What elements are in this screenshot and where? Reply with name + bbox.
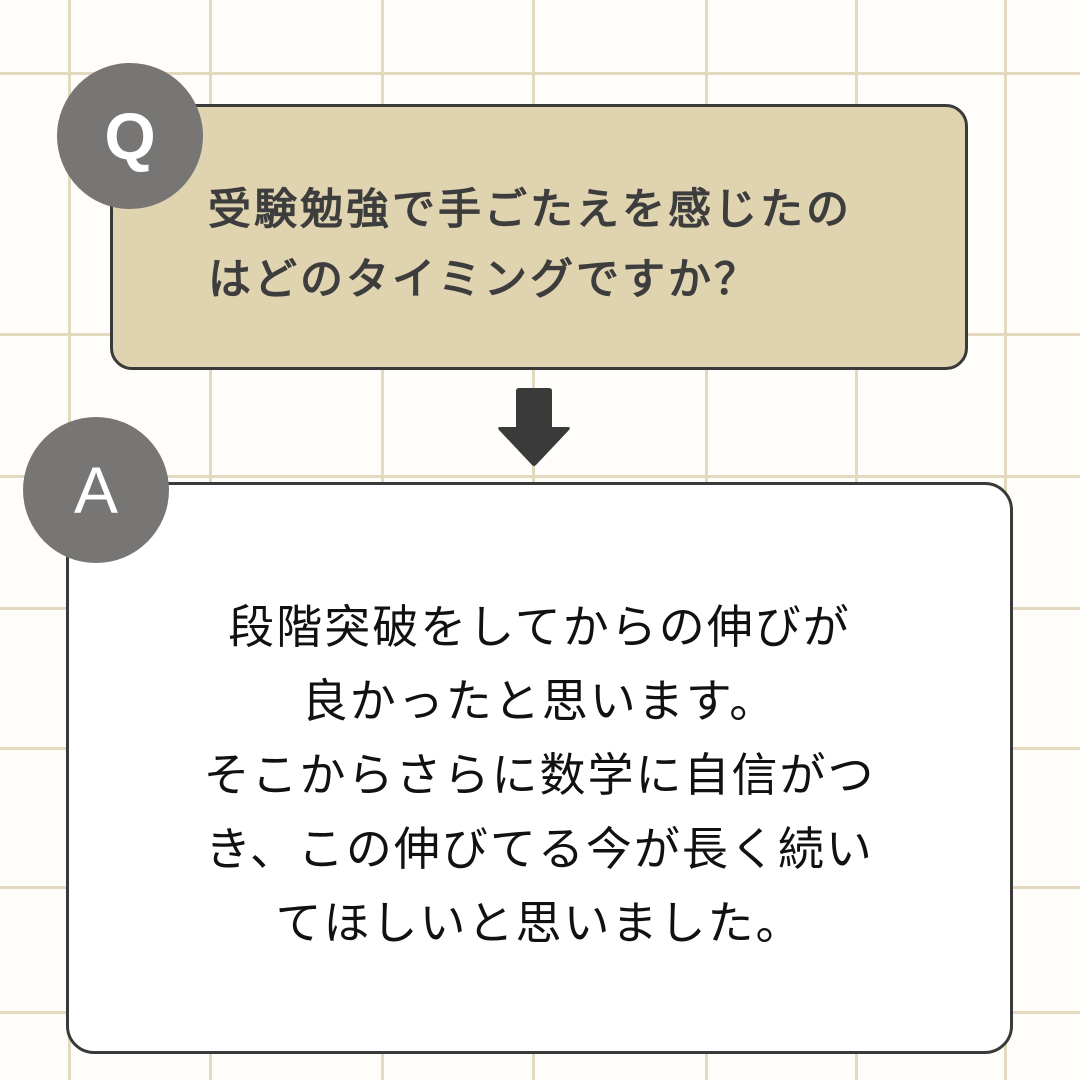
question-text: 受験勉強で手ごたえを感じたの はどのタイミングですか？: [208, 175, 945, 315]
answer-line: 段階突破をしてからの伸びが: [228, 600, 851, 654]
question-line: 受験勉強で手ごたえを感じたの: [208, 185, 852, 235]
answer-line: 良かったと思います。: [301, 674, 778, 728]
answer-text: 段階突破をしてからの伸びが 良かったと思います。 そこからさらに数学に自信がつ …: [69, 590, 1010, 960]
answer-line: き、この伸びてる今が長く続い: [205, 822, 874, 876]
question-line: はどのタイミングですか？: [208, 255, 760, 305]
answer-line: そこからさらに数学に自信がつ: [203, 748, 876, 802]
question-card: 受験勉強で手ごたえを感じたの はどのタイミングですか？: [110, 104, 968, 370]
answer-card: 段階突破をしてからの伸びが 良かったと思います。 そこからさらに数学に自信がつ …: [66, 482, 1013, 1054]
answer-line: てほしいと思いました。: [275, 896, 804, 950]
answer-badge: A: [23, 417, 169, 563]
arrow-down-icon: [498, 388, 570, 466]
question-badge: Q: [57, 63, 203, 209]
